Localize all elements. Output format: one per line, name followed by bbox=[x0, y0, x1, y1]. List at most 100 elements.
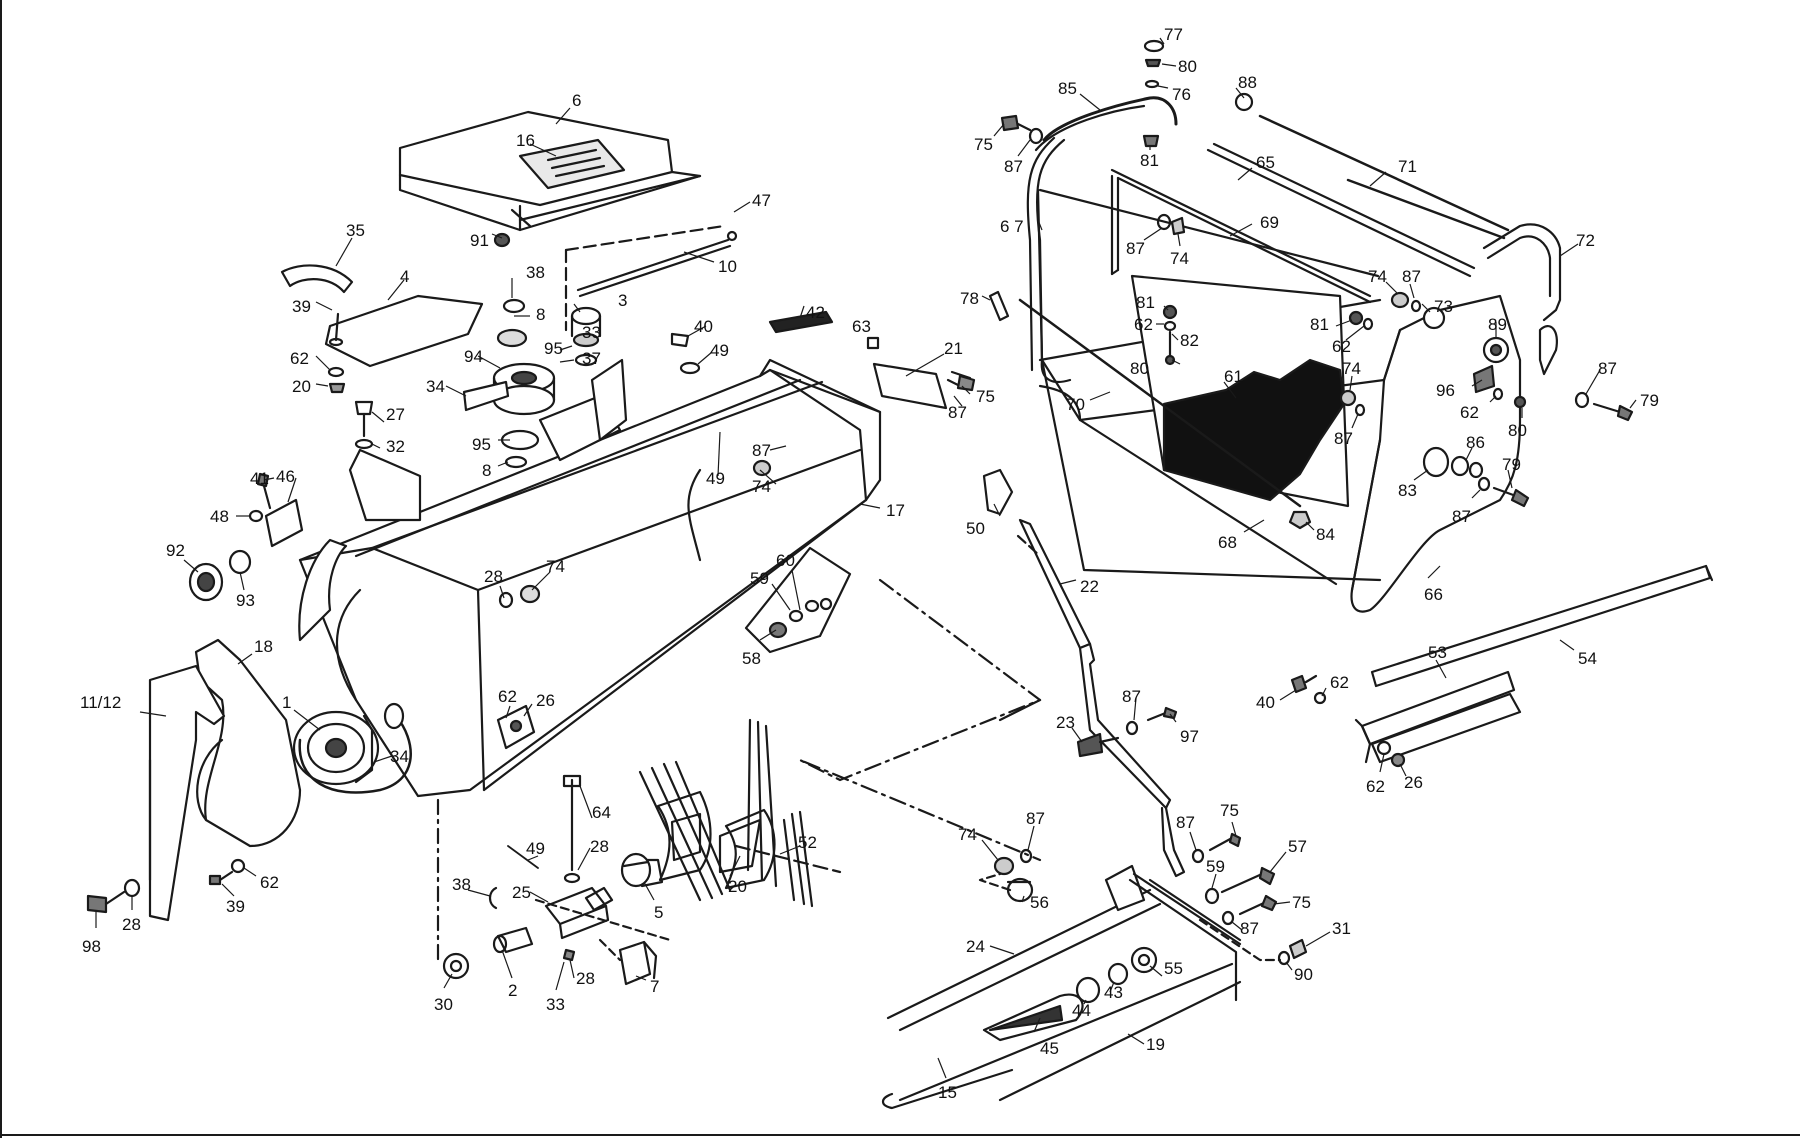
part-label: 74 bbox=[958, 825, 977, 844]
part-label: 8 bbox=[536, 305, 545, 324]
part-label: 49 bbox=[526, 839, 545, 858]
part-label: 81 bbox=[1310, 315, 1329, 334]
part-label: 30 bbox=[434, 995, 453, 1014]
part-label: 89 bbox=[1488, 315, 1507, 334]
part-label: 88 bbox=[1238, 73, 1257, 92]
part-label: 34 bbox=[390, 747, 409, 766]
part-label: 95 bbox=[472, 435, 491, 454]
part-label: 52 bbox=[798, 833, 817, 852]
hopper-tray-part bbox=[1018, 188, 1386, 586]
part-label: 81 bbox=[1140, 151, 1159, 170]
part-label: 20 bbox=[292, 377, 311, 396]
part-label: 87 bbox=[948, 403, 967, 422]
part-label: 79 bbox=[1640, 391, 1659, 410]
part-label: 49 bbox=[706, 469, 725, 488]
part-label: 23 bbox=[1056, 713, 1075, 732]
part-label: 27 bbox=[386, 405, 405, 424]
part-label: 35 bbox=[346, 221, 365, 240]
part-number-labels: 6 16 47 91 10 35 4 39 62 20 38 8 3 33 95… bbox=[80, 25, 1659, 1102]
part-label: 15 bbox=[938, 1083, 957, 1102]
part-label: 56 bbox=[1030, 893, 1049, 912]
part-label: 62 bbox=[1332, 337, 1351, 356]
part-label: 87 bbox=[1004, 157, 1023, 176]
part-label: 49 bbox=[710, 341, 729, 360]
part-label: 4 bbox=[400, 267, 409, 286]
part-label: 11/12 bbox=[80, 693, 121, 712]
part-label: 87 bbox=[1598, 359, 1617, 378]
part-label: 28 bbox=[484, 567, 503, 586]
part-label: 63 bbox=[852, 317, 871, 336]
part-label: 80 bbox=[1130, 359, 1149, 378]
scraper-blade-part bbox=[1354, 564, 1714, 764]
part-label: 10 bbox=[718, 257, 737, 276]
part-label: 47 bbox=[752, 191, 771, 210]
part-label: 40 bbox=[694, 317, 713, 336]
part-label: 25 bbox=[512, 883, 531, 902]
part-label: 26 bbox=[536, 691, 555, 710]
part-label: 68 bbox=[1218, 533, 1237, 552]
part-label: 85 bbox=[1058, 79, 1077, 98]
leader-lines bbox=[95, 37, 1637, 1079]
part-label: 62 bbox=[1366, 777, 1385, 796]
part-label: 87 bbox=[1334, 429, 1353, 448]
part-label: 75 bbox=[974, 135, 993, 154]
part-label: 39 bbox=[292, 297, 311, 316]
part-label: 87 bbox=[1240, 919, 1259, 938]
part-label: 86 bbox=[1466, 433, 1485, 452]
part-label: 41 bbox=[250, 469, 269, 488]
part-label: 31 bbox=[1332, 919, 1351, 938]
part-label: 16 bbox=[516, 131, 535, 150]
part-label: 74 bbox=[1368, 267, 1387, 286]
part-label: 96 bbox=[1436, 381, 1455, 400]
part-label: 97 bbox=[1180, 727, 1199, 746]
part-label: 62 bbox=[1330, 673, 1349, 692]
part-label: 24 bbox=[966, 937, 985, 956]
part-label: 76 bbox=[1172, 85, 1191, 104]
part-label: 33 bbox=[546, 995, 565, 1014]
part-label: 62 bbox=[290, 349, 309, 368]
part-label: 66 bbox=[1424, 585, 1443, 604]
part-label: 37 bbox=[582, 349, 601, 368]
part-label: 74 bbox=[752, 477, 771, 496]
part-label: 38 bbox=[526, 263, 545, 282]
part-label: 83 bbox=[1398, 481, 1417, 500]
part-label: 33 bbox=[582, 323, 601, 342]
part-label: 20 bbox=[728, 877, 747, 896]
part-label: 17 bbox=[886, 501, 905, 520]
part-label: 50 bbox=[966, 519, 985, 538]
part-label: 78 bbox=[960, 289, 979, 308]
part-label: 64 bbox=[592, 803, 611, 822]
part-label: 58 bbox=[742, 649, 761, 668]
part-label: 54 bbox=[1578, 649, 1597, 668]
part-label: 93 bbox=[236, 591, 255, 610]
part-label: 21 bbox=[944, 339, 963, 358]
part-label: 32 bbox=[386, 437, 405, 456]
part-label: 53 bbox=[1428, 643, 1447, 662]
part-label: 8 bbox=[482, 461, 491, 480]
part-label: 42 bbox=[806, 303, 825, 322]
top-cover-part bbox=[398, 110, 702, 232]
part-label: 92 bbox=[166, 541, 185, 560]
part-label: 62 bbox=[260, 873, 279, 892]
part-label: 26 bbox=[1404, 773, 1423, 792]
part-label: 46 bbox=[276, 467, 295, 486]
part-label: 94 bbox=[464, 347, 483, 366]
part-label: 19 bbox=[1146, 1035, 1165, 1054]
part-label: 72 bbox=[1576, 231, 1595, 250]
part-label: 28 bbox=[590, 837, 609, 856]
part-label: 60 bbox=[776, 551, 795, 570]
part-label: 2 bbox=[508, 981, 517, 1000]
part-label: 48 bbox=[210, 507, 229, 526]
part-label: 75 bbox=[1292, 893, 1311, 912]
part-label: 74 bbox=[1342, 359, 1361, 378]
part-label: 5 bbox=[654, 903, 663, 922]
part-label: 90 bbox=[1294, 965, 1313, 984]
part-label: 6 7 bbox=[1000, 217, 1024, 236]
part-label: 39 bbox=[226, 897, 245, 916]
part-label: 80 bbox=[1178, 57, 1197, 76]
part-label: 3 bbox=[618, 291, 627, 310]
part-label: 70 bbox=[1066, 395, 1085, 414]
part-label: 79 bbox=[1502, 455, 1521, 474]
